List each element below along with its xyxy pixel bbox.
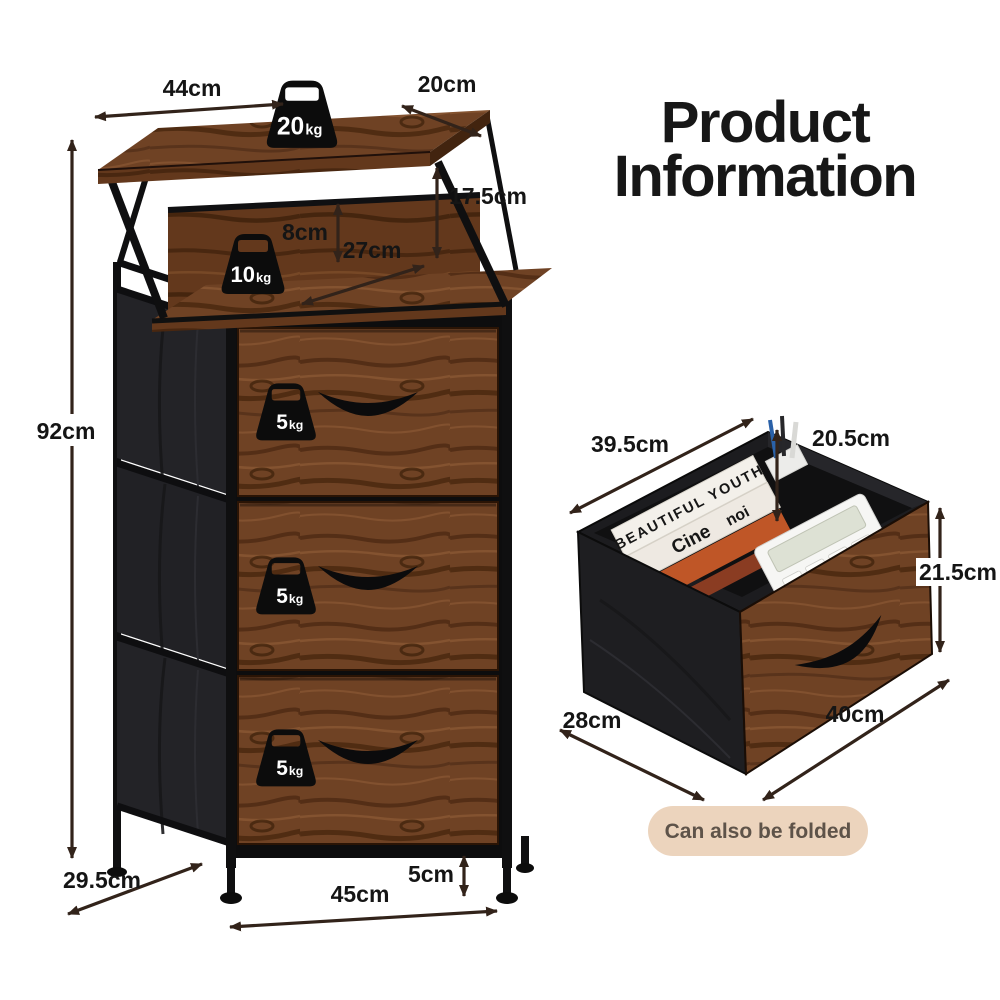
dim-front-height-label: 21.5cm xyxy=(919,559,997,585)
capacity-bottom-drawer-value: 5 xyxy=(276,757,288,780)
dim-foot-height-label: 5cm xyxy=(408,861,454,887)
dim-total-height: 92cm xyxy=(26,139,106,859)
capacity-bottom-drawer-unit: kg xyxy=(289,764,303,778)
capacity-top-shelf: 20 kg xyxy=(266,80,338,148)
page-title: Product Information xyxy=(614,90,918,209)
dim-opening-width-label: 39.5cm xyxy=(591,431,669,457)
capacity-bottom-drawer: 5 kg xyxy=(256,729,316,787)
capacity-middle-shelf-unit: kg xyxy=(256,270,271,285)
dim-side-depth-label: 28cm xyxy=(563,707,622,733)
dim-front-width-label: 40cm xyxy=(826,701,885,727)
dim-foot-height: 5cm xyxy=(408,855,469,897)
dim-opening-width: 39.5cm xyxy=(569,417,754,515)
back-right-leg xyxy=(521,836,529,866)
badge-label: Can also be folded xyxy=(665,820,852,843)
dim-inner-depth-label: 20.5cm xyxy=(812,425,890,451)
dim-side-depth: 28cm xyxy=(559,707,705,802)
storage-tower-illustration: 20 kg 10 kg 5 kg 5 kg 5 kg xyxy=(97,80,552,904)
dim-arrow xyxy=(401,104,482,138)
dim-shelf-gap-label: 8cm xyxy=(282,219,328,245)
capacity-middle-drawer-value: 5 xyxy=(276,585,288,608)
dim-top-depth: 20cm xyxy=(401,71,482,138)
dim-inner-depth: 20.5cm xyxy=(772,425,890,522)
capacity-middle-shelf: 10 kg xyxy=(221,234,285,294)
capacity-top-shelf-value: 20 xyxy=(277,113,304,140)
dim-top-clearance: 17.5cm xyxy=(432,167,527,259)
label-backing xyxy=(26,414,106,446)
dim-arrow xyxy=(301,264,425,306)
dim-arrow xyxy=(559,728,705,802)
dim-top-width-label: 44cm xyxy=(163,75,222,101)
capacity-middle-drawer: 5 kg xyxy=(256,557,316,615)
capacity-middle-drawer-unit: kg xyxy=(289,592,303,606)
front-right-post xyxy=(502,296,512,868)
dim-top-depth-label: 20cm xyxy=(418,71,477,97)
book-spine-3 xyxy=(641,509,791,603)
dim-arrow xyxy=(94,99,284,122)
back-left-leg xyxy=(113,838,121,870)
capacity-middle-shelf-value: 10 xyxy=(231,262,255,287)
drawer-inner-back-wall xyxy=(768,432,928,508)
front-right-foot xyxy=(496,892,518,904)
dim-arrow xyxy=(67,862,203,916)
back-panel-top-rail xyxy=(167,192,481,213)
dim-arrow xyxy=(569,417,754,515)
foldable-badge: Can also be folded xyxy=(648,806,868,856)
front-left-leg xyxy=(227,866,235,896)
main-unit-dimensions: 44cm 20cm 17.5cm 8cm 27cm 92cm 29.5cm xyxy=(26,71,527,932)
dim-top-width: 44cm xyxy=(94,75,284,122)
calculator-display xyxy=(767,505,867,573)
dim-shelf-depth-label: 27cm xyxy=(343,237,402,263)
dim-shelf-gap: 8cm xyxy=(282,203,343,263)
pen-black xyxy=(780,415,786,457)
badge-background xyxy=(648,806,868,856)
dim-arrow xyxy=(229,906,498,932)
dim-base-width-label: 45cm xyxy=(331,881,390,907)
dim-arrow xyxy=(762,678,950,802)
front-left-foot xyxy=(220,892,242,904)
title-line-1: Product xyxy=(661,90,871,155)
fabric-side-panels xyxy=(115,258,232,847)
title-line-2: Information xyxy=(614,144,916,209)
label-backing xyxy=(916,558,1000,586)
dim-base-width: 45cm xyxy=(229,881,498,932)
dim-front-height: 21.5cm xyxy=(916,507,1000,653)
dim-shelf-depth: 27cm xyxy=(301,237,425,306)
dim-total-height-label: 92cm xyxy=(37,418,96,444)
capacity-top-drawer-unit: kg xyxy=(289,418,303,432)
pen-white xyxy=(789,421,799,459)
capacity-top-shelf-unit: kg xyxy=(305,122,322,138)
drawer-detail-dimensions: 39.5cm 20.5cm 21.5cm 28cm 40cm xyxy=(559,417,1000,802)
back-right-foot xyxy=(516,863,534,873)
dim-base-depth: 29.5cm xyxy=(63,862,203,916)
dim-front-width: 40cm xyxy=(762,678,950,802)
capacity-top-drawer-value: 5 xyxy=(276,411,288,434)
capacity-top-drawer: 5 kg xyxy=(256,383,316,441)
front-left-post xyxy=(226,298,236,868)
dim-base-depth-label: 29.5cm xyxy=(63,867,141,893)
dim-top-clearance-label: 17.5cm xyxy=(449,183,527,209)
front-right-leg xyxy=(503,866,511,896)
